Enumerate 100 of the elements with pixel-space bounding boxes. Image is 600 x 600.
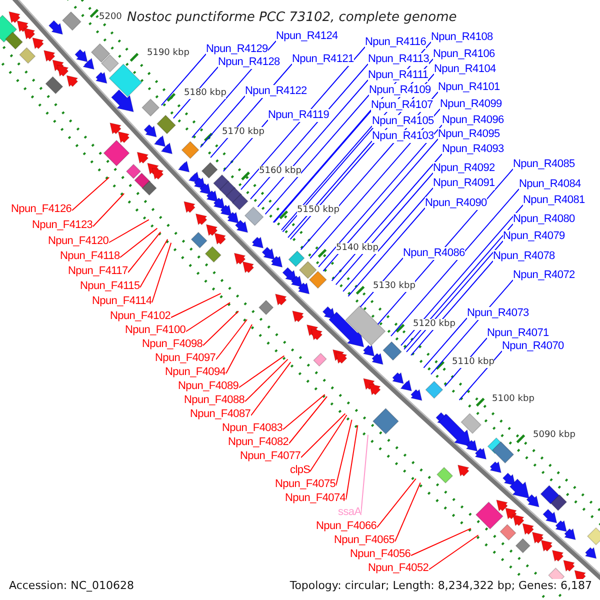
leader-line	[186, 302, 230, 332]
gene-label: Npun_F4123	[32, 219, 93, 232]
gene-label: Npun_R4085	[513, 158, 575, 171]
gene-label: Npun_R4073	[467, 307, 529, 320]
gene-label: Npun_R4081	[523, 194, 585, 207]
gene-label: Npun_R4092	[433, 162, 495, 175]
leader-line	[92, 193, 125, 227]
gene-label: Npun_R4079	[503, 230, 565, 243]
gene-label: Npun_R4086	[403, 247, 465, 260]
leader-line	[458, 350, 502, 400]
leader-line	[428, 534, 479, 570]
leader-line	[404, 224, 514, 350]
leader-line	[410, 260, 494, 356]
gene-label: Npun_F4100	[125, 324, 186, 337]
scale-label: 5150 kbp	[297, 205, 340, 216]
leader-line	[128, 231, 162, 273]
leader-line	[202, 310, 239, 346]
gene-label: Npun_R4121	[292, 53, 354, 66]
gene-label: Npun_R4111	[368, 69, 428, 82]
leader-line	[318, 124, 442, 268]
accession-text: Accession: NC_010628	[9, 579, 134, 593]
gene-label: Npun_F4087	[190, 408, 251, 421]
scale-label: 5090 kbp	[533, 430, 576, 441]
leader-line	[280, 126, 372, 231]
gene-label: Npun_R4124	[276, 30, 338, 43]
gene-label: Npun_R4078	[493, 250, 555, 263]
gene-label: Npun_F4115	[80, 280, 140, 293]
gene-label: Npun_F4118	[60, 250, 120, 263]
gene-label: Npun_F4074	[285, 492, 346, 505]
leader-line	[244, 358, 288, 402]
leader-line	[300, 413, 346, 458]
leader-line	[240, 46, 366, 190]
gene-label: Npun_F4075	[275, 478, 336, 491]
leader-line	[390, 188, 520, 337]
leader-line	[108, 219, 150, 243]
gene-label: Npun_F4066	[316, 520, 377, 533]
gene-label: Npun_R4099	[440, 98, 502, 111]
leader-line	[226, 324, 252, 374]
leader-line	[410, 528, 472, 556]
gene-label: Npun_R4084	[519, 178, 581, 191]
gene-label: Npun_R4105	[372, 115, 434, 128]
leader-line	[72, 176, 110, 211]
leader-line	[257, 80, 368, 208]
leader-line	[140, 238, 168, 288]
scale-label: 5120 kbp	[413, 319, 456, 330]
gene-label: Npun_F4120	[48, 235, 109, 248]
gene-label: Npun_F4083	[222, 422, 283, 435]
gene-label: Npun_R4104	[434, 63, 496, 76]
leader-line	[406, 240, 504, 352]
gene-label: Npun_F4094	[165, 366, 226, 379]
gene-label: Npun_R4113	[368, 53, 430, 66]
scale-label: 5110 kbp	[452, 357, 494, 368]
gene-label: Npun_R4116	[365, 36, 426, 49]
leader-line	[336, 419, 352, 486]
scale-label: 5170 kbp	[222, 127, 264, 138]
gene-label: Npun_R4091	[433, 177, 495, 190]
leader-line	[264, 94, 370, 215]
gene-label: Npun_R4080	[513, 213, 575, 226]
leader-line	[376, 478, 416, 528]
gene-label: Npun_R4101	[438, 81, 500, 94]
gene-label: Npun_F4052	[368, 562, 429, 575]
leader-line	[216, 319, 248, 360]
leader-line	[335, 172, 434, 286]
gene-label: Npun_R4109	[369, 84, 431, 97]
gene-label: Npun_R4128	[218, 56, 280, 69]
leader-line	[200, 96, 246, 148]
gene-label: Npun_F4065	[334, 534, 395, 547]
leader-line	[423, 318, 468, 368]
gene-label: Npun_F4114	[92, 295, 152, 308]
leader-line	[346, 424, 358, 500]
leader-line	[400, 204, 524, 346]
scale-label: 5190 kbp	[147, 48, 190, 59]
gene-label: Npun_F4126	[11, 203, 72, 216]
gene-label: Npun_F4082	[228, 436, 289, 449]
leader-line	[170, 292, 222, 318]
gene-label: Npun_R4129	[206, 43, 268, 56]
leader-line	[238, 355, 285, 388]
gene-label: Npun_F4089	[178, 380, 239, 393]
leader-line	[394, 482, 421, 542]
leader-line	[250, 362, 292, 416]
leader-line	[120, 228, 158, 258]
leader-line	[282, 394, 326, 430]
gene-label: Npun_F4056	[350, 548, 411, 561]
gene-label: Npun_R4090	[425, 197, 487, 210]
leader-line	[152, 242, 172, 303]
scale-label: 5180 kbp	[184, 88, 226, 99]
gene-label: Npun_R4093	[442, 143, 504, 156]
genome-summary-text: Topology: circular; Length: 8,234,322 bp; Genes: 6,187	[290, 579, 592, 593]
gene-label: Npun_R4122	[245, 85, 307, 98]
leader-line	[310, 414, 348, 472]
gene-label: Npun_R4096	[442, 114, 504, 127]
gene-label: Npun_R4108	[431, 31, 493, 44]
leader-line	[322, 138, 438, 272]
gene-label: Npun_R4106	[433, 48, 495, 61]
leader-line	[160, 54, 206, 106]
gene-label: Npun_F4088	[184, 394, 245, 407]
leader-line	[331, 154, 442, 282]
scale-label: 5130 kbp	[373, 281, 416, 292]
gene-label: Npun_F4117	[68, 265, 128, 278]
gene-label: Npun_R4107	[371, 99, 433, 112]
